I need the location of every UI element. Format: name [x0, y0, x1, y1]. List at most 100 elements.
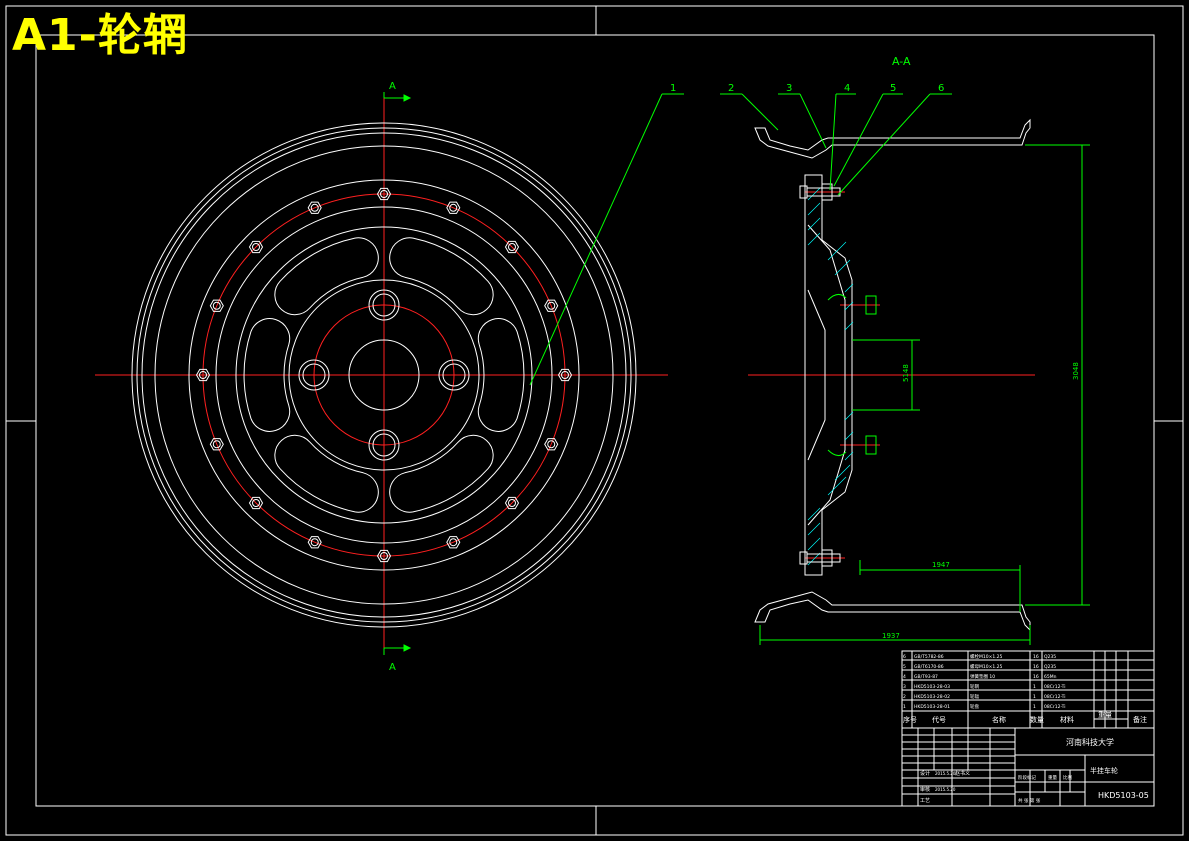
balloon-5: 5	[890, 83, 896, 94]
vent-slot	[389, 434, 494, 513]
bom-cell-material: 65Mn	[1044, 674, 1057, 680]
bolt-hole-inner	[310, 203, 319, 212]
bom-cell-no: 6	[903, 654, 906, 660]
bom-cell-material: Q235	[1044, 664, 1056, 670]
leader-lines	[529, 93, 952, 386]
stage-label: 阶段标记	[1018, 774, 1036, 781]
bom-header-material: 材料	[1060, 715, 1074, 724]
bolt-hole	[248, 496, 264, 510]
bolt-top	[799, 183, 841, 201]
vent-slot	[243, 318, 291, 432]
bolt-hole-inner	[252, 243, 261, 252]
bom-cell-material: 08Cr12-Ti	[1044, 694, 1066, 700]
bom-cell-name: 轮盘	[970, 703, 979, 710]
bolt-hole	[376, 549, 392, 563]
dim-rim-width-outer: 1937	[882, 632, 900, 640]
dim-rim-width-inner: 1947	[932, 561, 950, 569]
bom-cell-qty: 1	[1033, 704, 1036, 710]
bolt-hole	[307, 201, 322, 214]
drawing-title: A1-轮辋	[12, 10, 188, 61]
center-lines	[95, 92, 668, 655]
bom-cell-code: GB/T5782-86	[914, 654, 944, 660]
rim-circles	[131, 122, 637, 628]
balloon-2: 2	[728, 83, 734, 94]
balloon-3: 3	[786, 83, 792, 94]
bolt-hole-inner	[449, 538, 458, 547]
bom-header-code: 代号	[932, 715, 946, 724]
bolt-hole	[446, 201, 461, 214]
designer-date: 2015.5.20	[935, 771, 956, 776]
approver-label: 工艺	[920, 798, 930, 804]
designer-name: 赵书义	[955, 770, 970, 777]
section-marker-top	[383, 92, 412, 102]
bom-cell-code: HKD5103-28-01	[914, 704, 950, 710]
weld-symbols	[827, 294, 877, 456]
bom-cell-name: 弹簧垫圈 10	[970, 673, 995, 680]
bom-header-qty: 数量	[1030, 715, 1044, 724]
bom-cell-qty: 16	[1033, 674, 1039, 680]
bolt-hole-inner	[310, 538, 319, 547]
designer-label: 设计	[920, 770, 930, 777]
bolt-hole-inner	[507, 498, 516, 507]
bom-cell-code: HKD5103-28-02	[914, 694, 950, 700]
bom-cell-code: HKD5103-28-03	[914, 684, 950, 690]
bolt-hole-inner	[252, 498, 261, 507]
bolt-hole-inner	[380, 552, 388, 560]
bom-cell-qty: 1	[1033, 684, 1036, 690]
bolt-hole-inner	[380, 190, 388, 198]
bolt-bottom	[799, 549, 841, 567]
bom-cell-no: 1	[903, 704, 906, 710]
bom-cell-no: 2	[903, 694, 906, 700]
vent-slot	[389, 237, 494, 316]
drawing-frame	[5, 5, 1184, 836]
balloon-6: 6	[938, 83, 944, 94]
vent-slot	[477, 318, 525, 432]
section-letter-bottom: A	[389, 662, 396, 673]
weight-label: 重量	[1048, 774, 1057, 781]
bolt-hole	[544, 438, 559, 451]
bom-header-name: 名称	[992, 715, 1006, 724]
section-marker-bottom	[383, 644, 412, 655]
school-name: 河南科技大学	[1066, 737, 1114, 747]
bolt-hole-inner	[547, 301, 556, 310]
bolt-hole	[544, 299, 559, 312]
bom-cell-name: 轮辋	[970, 683, 979, 690]
balloon-labels: 1 2 3 4 5 6	[670, 83, 944, 94]
bom-cell-no: 3	[903, 684, 906, 690]
front-view: A A	[95, 81, 668, 673]
drawing-number: HKD5103-05	[1098, 791, 1149, 800]
bom-cell-no: 4	[903, 674, 906, 680]
bom-cell-material: 08Cr12-Ti	[1044, 684, 1066, 690]
section-letter-top: A	[389, 81, 396, 92]
bom-cell-qty: 16	[1033, 664, 1039, 670]
checker-date: 2015.5.20	[935, 787, 956, 792]
bom-cell-name: 螺栓M10×1.25	[970, 653, 1003, 660]
checker-label: 审核	[920, 786, 930, 793]
bolt-hole	[209, 438, 224, 451]
section-hatch	[807, 187, 854, 566]
bom-cell-qty: 16	[1033, 654, 1039, 660]
bom-header: 序号 代号 名称 数量 材料 重量 备注	[903, 711, 1147, 724]
bolt-hole-inner	[561, 371, 569, 379]
balloon-4: 4	[844, 83, 850, 94]
bolt-hole-inner	[199, 371, 207, 379]
bom-cell-code: GB/T6170-86	[914, 664, 944, 670]
hub-holes	[298, 289, 470, 461]
balloon-1: 1	[670, 83, 676, 94]
title-block-text: 河南科技大学 半挂车轮 HKD5103-05 设计 赵书义 2015.5.20 …	[920, 737, 1149, 804]
bolt-hole-inner	[212, 440, 221, 449]
bom-cell-name: 螺母M10×1.25	[970, 663, 1003, 670]
bolt-hole	[209, 299, 224, 312]
bolt-hole-inner	[547, 440, 556, 449]
bom-cell-material: 08Cr12-Ti	[1044, 704, 1066, 710]
bolt-hole	[376, 187, 392, 201]
vent-slots	[243, 237, 525, 513]
bom-header-no: 序号	[903, 715, 917, 724]
bolt-hole	[195, 368, 211, 382]
title-block	[901, 727, 1155, 807]
bom-cell-name: 轮辐	[970, 693, 979, 700]
drawing-name: 半挂车轮	[1090, 766, 1118, 775]
vent-slot	[274, 237, 379, 316]
